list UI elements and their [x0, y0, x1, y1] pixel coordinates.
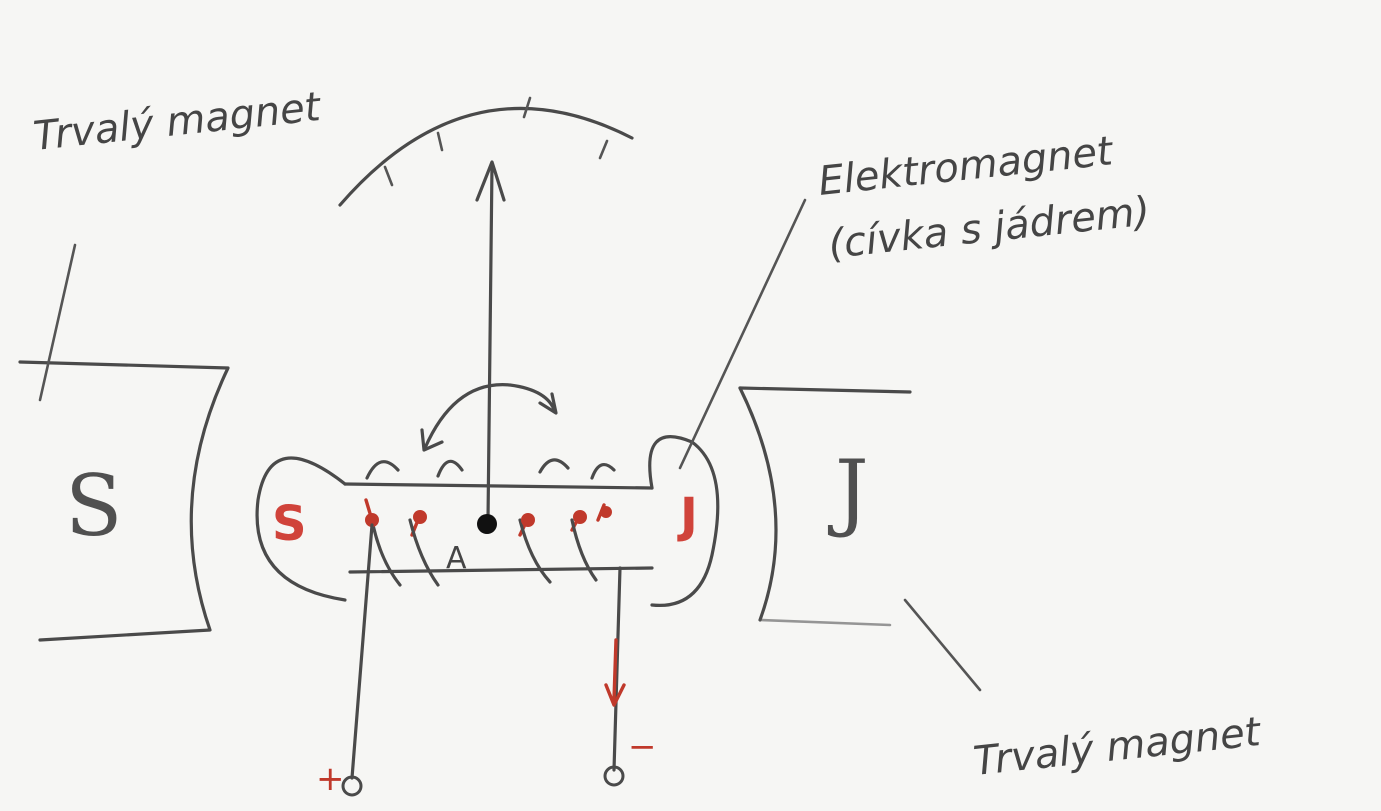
- negative-current-line: [612, 638, 618, 702]
- coil-loop-4-top: [590, 462, 616, 480]
- leader-electromagnet: [678, 198, 807, 470]
- coil-loop-4-bottom: [570, 518, 598, 582]
- scale-tick-3: [522, 96, 532, 119]
- coil-loop-1-top: [365, 460, 400, 480]
- label-permanent-magnet-bottom: Trvalý magnet: [971, 709, 1264, 785]
- coil-dot-4: [573, 510, 587, 524]
- core-top-edge: [343, 482, 654, 490]
- pivot: A: [446, 514, 497, 576]
- label-electromagnet-line1: Elektromagnet: [816, 128, 1116, 205]
- rotation-arrow: [420, 383, 558, 452]
- label-permanent-magnet-top: Trvalý magnet: [31, 84, 324, 160]
- coil-loop-3-top: [538, 458, 570, 474]
- electromagnet-core: S J: [255, 435, 720, 607]
- lead-wires: + −: [316, 523, 657, 799]
- negative-sign: −: [628, 727, 657, 767]
- right-magnet-inner-edge: [738, 386, 778, 622]
- coil-dot-1: [365, 513, 379, 527]
- scale-arc: [338, 106, 634, 207]
- rotation-arrowhead-left: [420, 428, 444, 452]
- label-electromagnet-line2: (cívka s jádrem): [826, 188, 1152, 268]
- positive-wire: [350, 523, 374, 780]
- left-magnet-pole-label: S: [65, 457, 123, 555]
- coil-dot-2: [413, 510, 427, 524]
- core-right-pole-label: J: [677, 488, 698, 544]
- rotation-arc: [423, 383, 557, 450]
- coil-dot-5: [600, 506, 612, 518]
- pointer-arrowhead: [475, 160, 506, 202]
- positive-terminal: [341, 775, 363, 797]
- pointer: [475, 160, 506, 522]
- left-magnet-outline: [18, 360, 230, 642]
- coil-loop-2-bottom: [408, 518, 440, 587]
- coil: [364, 458, 616, 587]
- scale-tick-4: [598, 139, 609, 160]
- coil-loop-2-top: [436, 459, 464, 478]
- negative-wire: [612, 566, 622, 772]
- core-bottom-edge: [348, 566, 654, 574]
- scale-tick-2: [436, 131, 444, 152]
- coil-loop-1-bottom: [370, 518, 402, 587]
- negative-terminal: [603, 765, 625, 787]
- leader-lines: [38, 198, 982, 692]
- pivot-label: A: [446, 541, 467, 576]
- negative-current-arrow: [604, 683, 626, 707]
- annotations: Trvalý magnet Elektromagnet (cívka s jád…: [31, 84, 1264, 785]
- leader-bottom-right-magnet: [903, 598, 982, 692]
- right-magnet-top-edge: [738, 386, 912, 394]
- scale: [338, 96, 634, 207]
- positive-sign: +: [316, 759, 345, 799]
- left-permanent-magnet: S: [18, 360, 230, 642]
- coil-dot-3: [521, 513, 535, 527]
- pivot-dot: [477, 514, 497, 534]
- right-permanent-magnet: J: [738, 386, 912, 627]
- coil-loop-3-bottom: [518, 518, 552, 584]
- right-magnet-pole-label: J: [827, 442, 869, 540]
- core-right-cap: [648, 435, 720, 607]
- leader-top-left-magnet: [38, 243, 77, 402]
- core-left-cap: [255, 456, 347, 602]
- pointer-shaft: [486, 163, 494, 522]
- rotation-arrowhead-right: [538, 392, 558, 415]
- core-left-pole-label: S: [272, 496, 307, 552]
- right-magnet-bottom-edge: [758, 618, 892, 627]
- scale-tick-1: [383, 165, 394, 187]
